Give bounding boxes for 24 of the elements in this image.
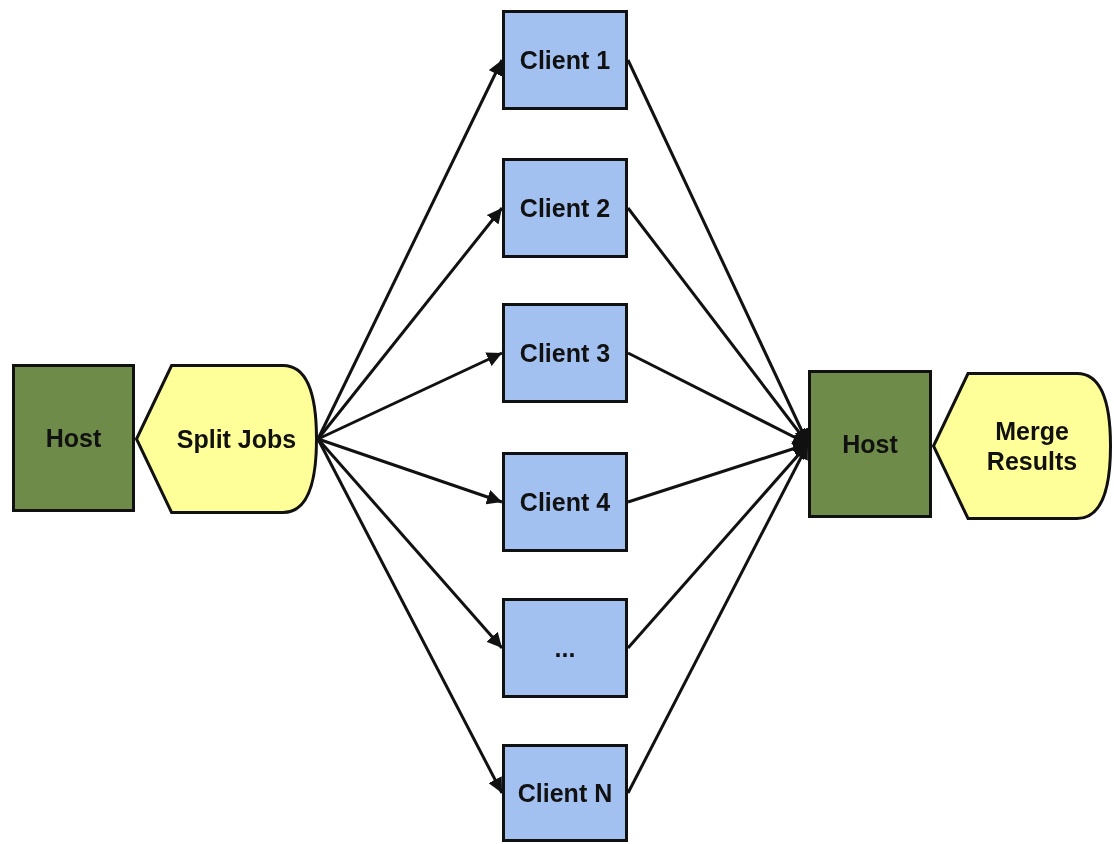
- client-box: [502, 744, 628, 842]
- host-box: [12, 364, 135, 512]
- node-label: ...: [554, 633, 576, 663]
- node-label: Client 3: [519, 338, 611, 368]
- display-shape: [135, 364, 318, 514]
- client-box: [502, 598, 628, 698]
- node-label: Client 4: [519, 487, 611, 517]
- arrow: [627, 441, 809, 504]
- client-box: [502, 303, 628, 403]
- client-box: [502, 10, 628, 110]
- arrow: [317, 437, 503, 505]
- node-label: Host: [45, 423, 102, 453]
- arrow: [317, 351, 503, 441]
- node-label: Client 2: [519, 193, 611, 223]
- host-box: [808, 370, 932, 518]
- node-label: Merge Results: [985, 416, 1079, 476]
- client-box: [502, 158, 628, 258]
- node-label: Split Jobs: [175, 424, 297, 454]
- node-label: Host: [842, 429, 898, 459]
- arrow: [627, 351, 809, 446]
- node-label: Client 1: [519, 45, 611, 75]
- node-label: Client N: [517, 778, 613, 808]
- display-shape: [932, 372, 1112, 520]
- client-box: [502, 452, 628, 552]
